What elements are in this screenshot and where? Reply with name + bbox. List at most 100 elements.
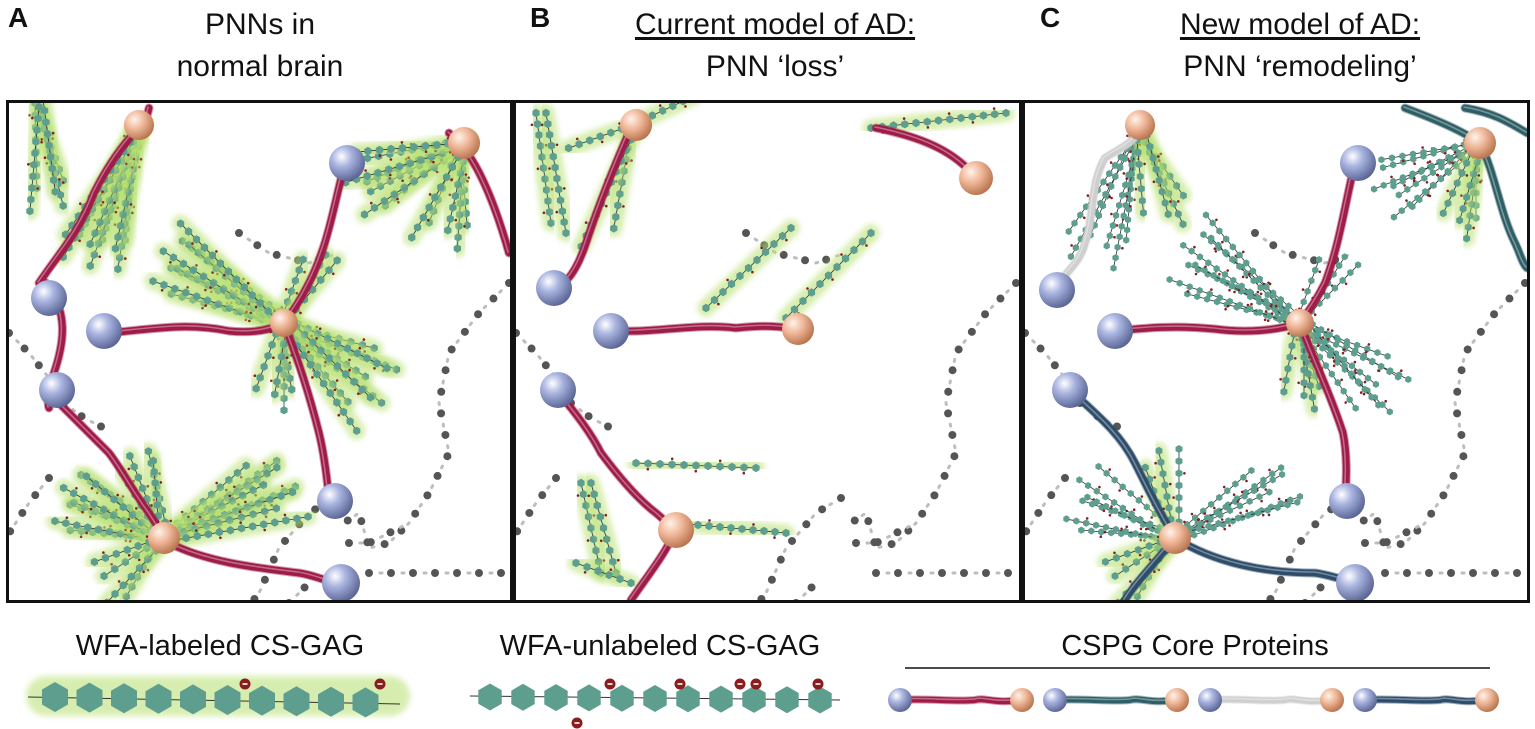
panel-b-diagram [513,100,1022,603]
dotted-link [1025,476,1067,535]
hexagon-units [1202,211,1304,331]
sulfate-minus [377,683,383,685]
core-protein [1207,696,1333,705]
diagram-svg [26,667,1499,729]
peach-sphere [1165,688,1189,712]
core-protein-highlight [1053,126,1140,288]
panel-b-letter: B [530,2,551,33]
peach-sphere [1125,110,1155,140]
blue-sphere [39,372,75,408]
hexagon-units [1084,493,1175,542]
peach-sphere [270,309,298,337]
hexagon-units [1171,492,1304,546]
hexagon-units [1296,323,1393,416]
core-protein-highlight [282,321,329,498]
sulfate-marks [1180,479,1248,537]
core-protein-highlight [1403,106,1527,268]
sulfate-minus [815,683,821,685]
dotted-link [758,496,843,600]
panel-b-title: Current model of AD: PNN ‘loss’ [585,4,965,88]
sulfate-marks [174,513,287,547]
blue-sphere [1039,272,1075,308]
peach-sphere [782,313,814,345]
chain-backbone [356,142,461,153]
hexagon-units [104,537,168,600]
dotted-link-dots [852,519,920,547]
blue-sphere [888,688,912,712]
dotted-link [516,331,558,380]
hexagon-units [672,518,790,538]
sulfate-marks [1181,499,1263,540]
panel-a-letter: A [8,2,29,33]
core-protein [607,322,800,335]
blue-sphere [1336,564,1374,600]
panel-a-title: PNNs in normal brain [130,4,390,88]
chain-backbone [1381,142,1477,161]
legend-core-title: CSPG Core Proteins [1061,630,1329,662]
blue-sphere [1043,688,1067,712]
panel-b-title-line2: PNN ‘loss’ [705,50,845,83]
hexagon-units [532,108,555,228]
sulfate-marks [1108,468,1176,525]
hexagon-units [1175,445,1183,538]
dotted-link-dots [516,329,560,382]
panel-c-diagram [1022,100,1530,603]
hexagon-units [867,108,1010,133]
core-protein-highlight [37,126,139,283]
hexagon-units [1208,234,1300,327]
panel-a-title-line1: PNNs in [204,8,316,41]
dotted-link-dots [9,329,53,382]
blue-sphere [86,313,122,349]
chain-backbone [29,106,40,212]
hexagon-units [587,478,620,578]
peach-sphere [1286,309,1314,337]
dotted-link-dots [286,579,313,600]
core-protein-highlight [1298,321,1347,498]
cs-gag-chains [21,103,477,600]
hexagon-units [1280,319,1300,396]
hexagon-units [352,138,464,157]
legend-labeled-title: WFA-labeled CS-GAG [75,630,365,662]
diagram-svg [516,103,1019,600]
dotted-link [1025,331,1067,380]
sulfate-marks [1308,327,1380,372]
dotted-link-dots [1302,579,1329,600]
blue-sphere [1353,688,1377,712]
chain-backbone [411,146,465,238]
hexagon-units [1079,497,1183,538]
sulfate-minus [607,683,613,685]
spheres [1039,110,1496,600]
hexagon-units [1115,538,1179,600]
core-protein-highlight [554,388,674,600]
core-protein-highlight [1463,106,1527,133]
core-protein [1401,104,1527,272]
peach-sphere [658,512,694,548]
peach-sphere [1010,688,1034,712]
diagram-svg [9,103,510,600]
hexagon-units [1140,120,1172,219]
dotted-link [744,231,848,265]
hexagon-units [1102,534,1175,566]
hexagon-units [577,478,605,578]
blue-sphere [1198,688,1222,712]
dotted-links [9,229,510,600]
peach-sphere [1464,127,1496,159]
dotted-link-dots [1251,229,1359,268]
hexagon-units [632,458,760,473]
dotted-link [9,331,51,380]
panel-a-diagram [6,100,513,603]
core-protein [1051,124,1144,292]
hexagon-units [1180,241,1304,331]
hexagon-units [1175,498,1301,538]
sulfate-minus [574,722,580,724]
sulfate-marks [1299,331,1367,384]
sulfate-minus [677,683,683,685]
sulfate-marks [1305,328,1363,394]
sulfate-minus [737,683,743,685]
legend-graphics [0,660,1535,729]
hexagon-units [1292,256,1323,327]
core-protein [552,386,678,600]
sulfate-marks [685,519,776,539]
blue-sphere [1052,372,1088,408]
hexagon-units [156,504,280,543]
